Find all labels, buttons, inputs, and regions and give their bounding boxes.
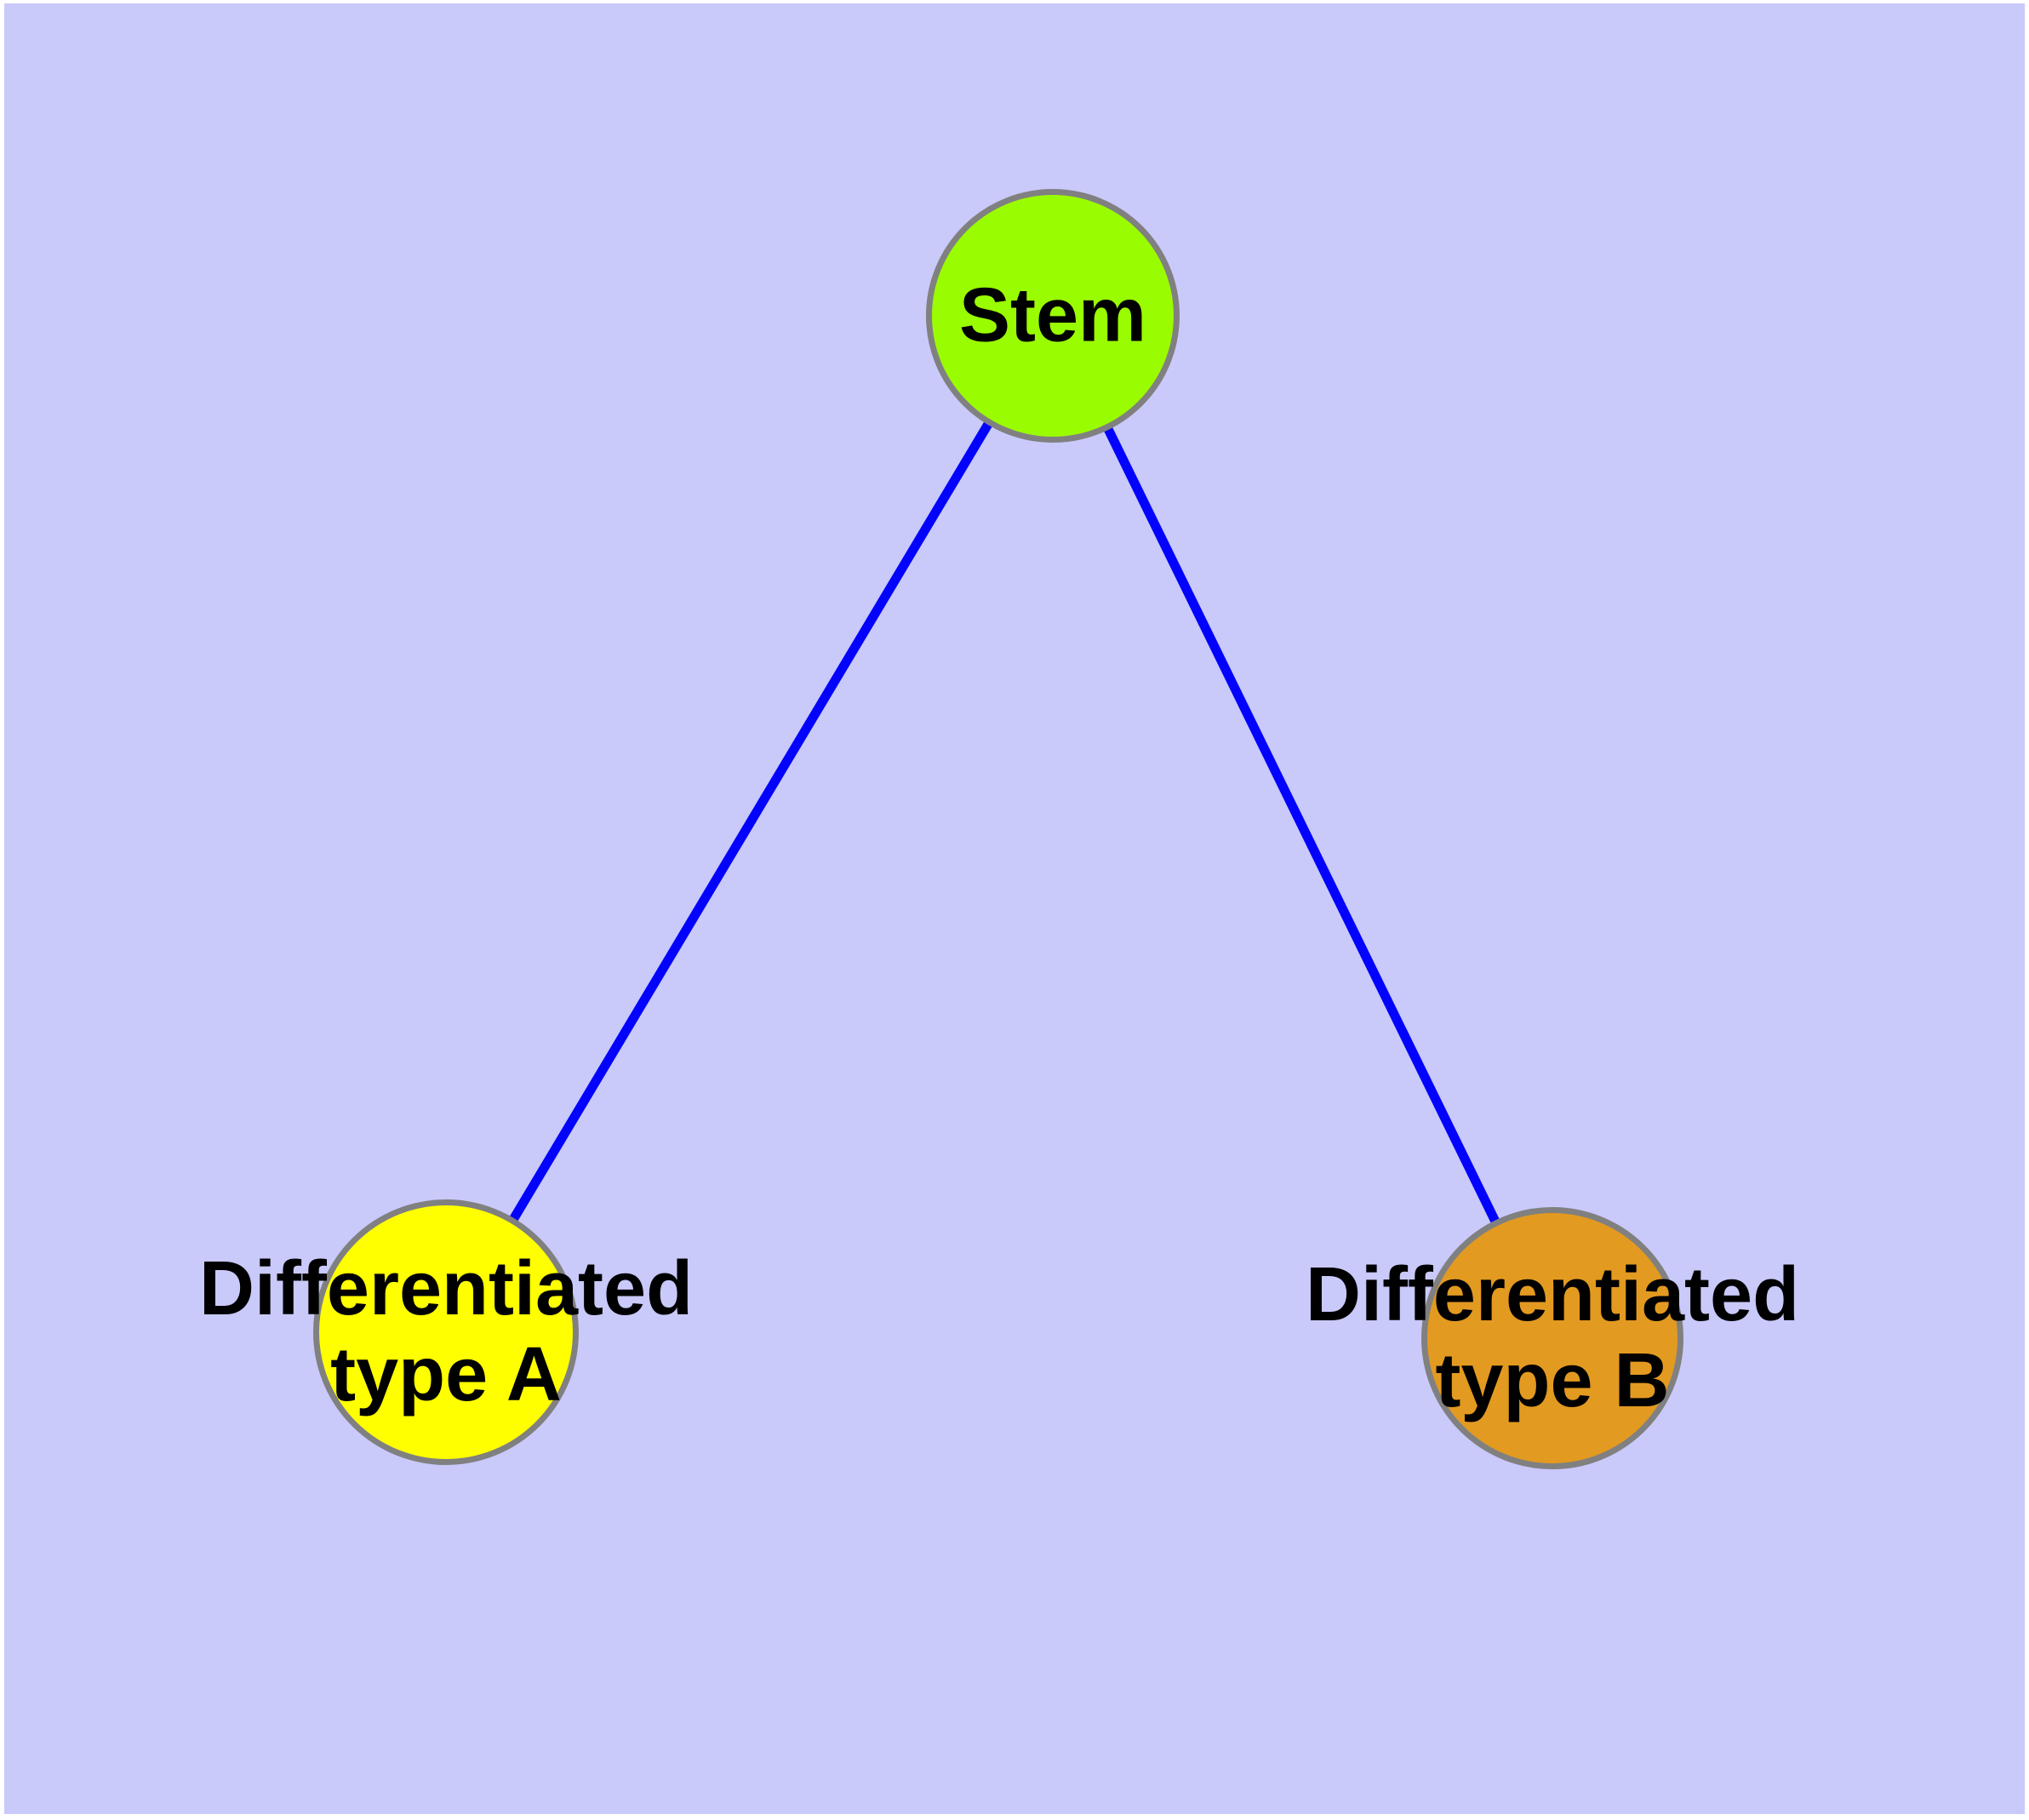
differentiated-type-b-node: Differentiated type B	[1306, 1207, 1799, 1469]
differentiated-type-a-node: Differentiated type A	[199, 1199, 693, 1465]
stem-node-label: Stem	[958, 272, 1147, 358]
edge-stem-to-type-a	[442, 313, 1057, 1335]
differentiated-type-b-node-label: Differentiated type B	[1305, 1252, 1800, 1423]
differentiated-type-a-node-label: Differentiated type A	[198, 1246, 694, 1417]
edge-stem-to-type-b	[1049, 313, 1557, 1341]
stem-node: Stem	[926, 189, 1180, 443]
